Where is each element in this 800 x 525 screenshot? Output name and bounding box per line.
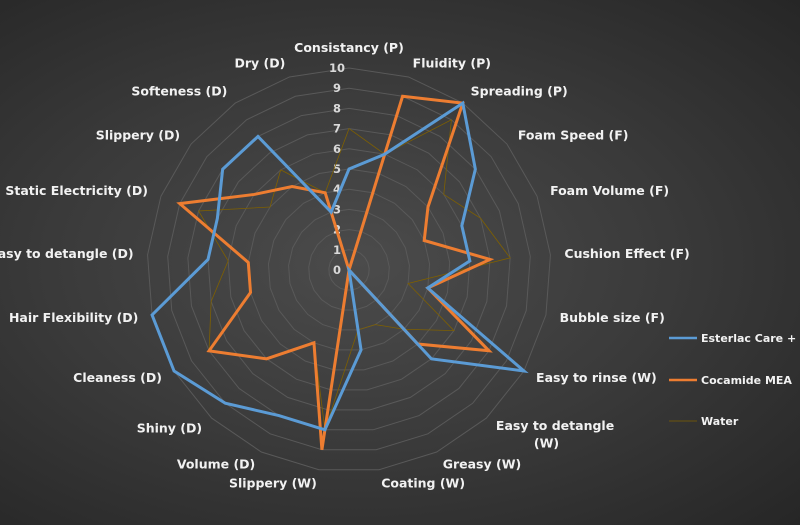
category-label: Shiny (D) [137,420,202,435]
category-label: Cleaness (D) [73,370,162,385]
grid-ring [207,128,491,411]
grid-ring [227,148,471,391]
grid-rings [147,67,551,471]
category-label: Fluidity (P) [413,56,491,71]
category-label: Foam Volume (F) [550,183,669,198]
grid-ring [267,188,431,351]
tick-label: 8 [333,101,341,115]
category-label: Spreading (P) [471,84,568,99]
legend-label: Water [701,415,739,428]
category-label: Easy to rinse (W) [536,370,657,385]
series-lines [150,94,529,450]
grid-ring [308,229,390,311]
tick-label: 6 [333,142,341,156]
grid-ring [187,107,511,431]
category-label: Coating (W) [381,476,465,491]
category-label: Easy to detangle (D) [0,246,134,261]
legend-label: Cocamide MEA [701,374,792,387]
tick-label: 0 [333,263,341,277]
tick-label: 1 [333,243,341,257]
tick-label: 7 [333,122,341,136]
category-label: Slippery (D) [96,127,180,142]
category-label: Easy to detangle(W) [496,418,614,451]
grid-ring [147,67,551,471]
tick-label: 5 [333,162,341,176]
category-label: Static Electricity (D) [5,183,148,198]
category-label: Cushion Effect (F) [564,246,689,261]
legend-label: Esterlac Care + [701,332,796,345]
grid-ring [167,87,531,451]
category-label: Bubble size (F) [560,310,665,325]
category-label: Hair Flexibility (D) [9,310,138,325]
legend: Esterlac Care + Cocamide MEA Water [669,332,796,428]
grid-ring [288,208,410,331]
category-label: Foam Speed (F) [518,127,629,142]
grid-ring [328,249,370,291]
category-label: Slippery (W) [229,476,317,491]
category-label: Consistancy (P) [294,40,404,55]
category-label: Dry (D) [234,56,285,71]
tick-label: 3 [333,202,341,216]
tick-label: 4 [333,182,341,196]
grid-ring [247,168,451,371]
category-labels: Consistancy (P) Fluidity (P) Spreading (P)… [0,40,690,491]
category-label: Softeness (D) [131,84,227,99]
category-label: Volume (D) [177,457,255,472]
series-esterlac-care [150,100,529,432]
category-label: Greasy (W) [443,457,521,472]
series-water [197,119,511,430]
tick-label: 10 [329,61,345,75]
tick-label: 9 [333,81,341,95]
